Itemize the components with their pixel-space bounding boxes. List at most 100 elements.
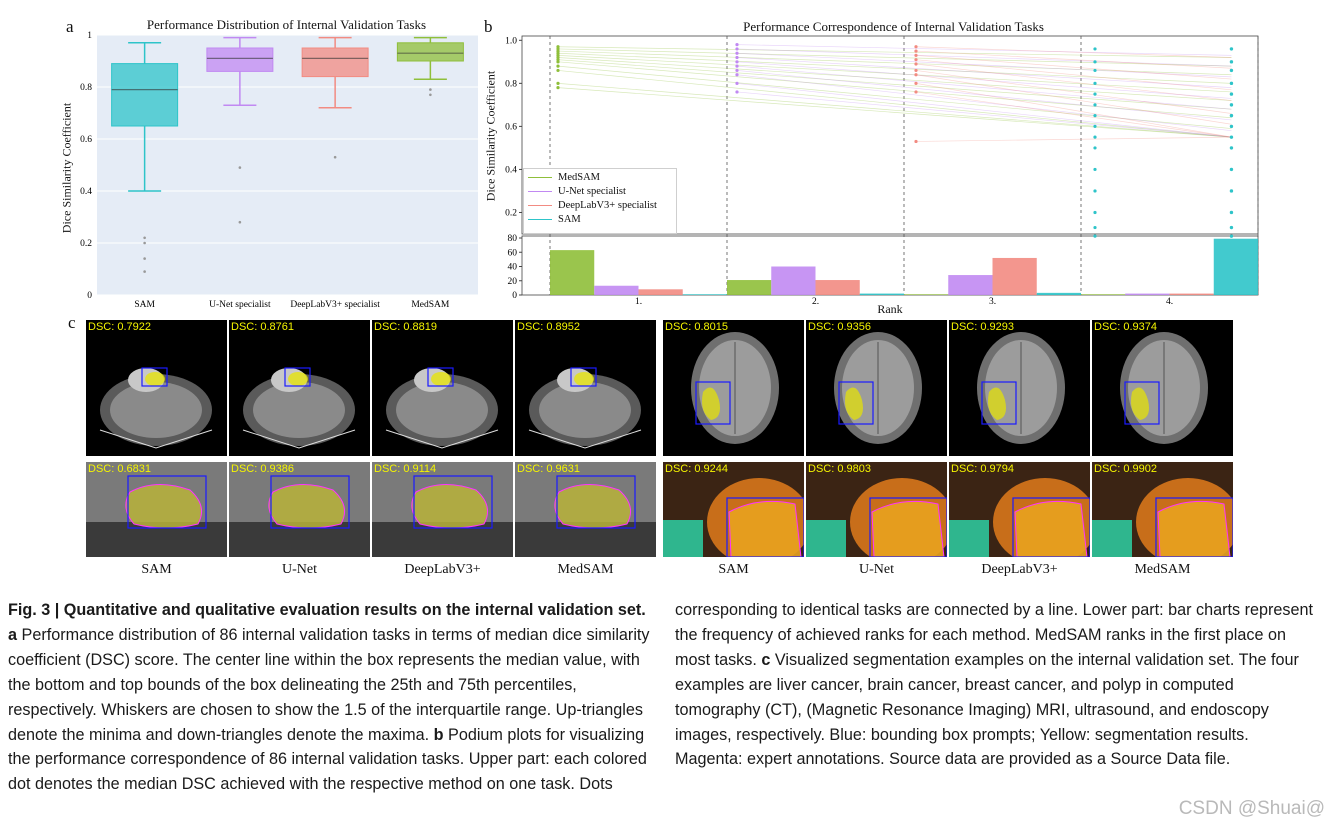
method-label-sam-right: SAM: [718, 562, 749, 577]
panel-b-title: Performance Correspondence of Internal V…: [743, 19, 1044, 34]
task-dot: [1093, 234, 1097, 238]
y-tick-label: 0.6: [505, 122, 517, 132]
legend-swatch-deeplab: [528, 205, 552, 207]
correspondence-line: [736, 82, 1232, 138]
y-tick-label: 0.8: [80, 83, 92, 93]
task-dot: [556, 60, 560, 64]
rank-bar: [727, 280, 772, 295]
panel-c-letter: c: [68, 313, 76, 332]
legend-label-sam: SAM: [558, 214, 581, 225]
dsc-score: DSC: 0.8952: [517, 321, 580, 333]
task-dot: [1229, 189, 1234, 193]
correspondence-line: [736, 57, 1232, 89]
method-label-medsam-left: MedSAM: [557, 562, 614, 577]
box: [111, 63, 179, 127]
correspondence-line: [915, 55, 1232, 80]
panel-b-letter: b: [484, 17, 493, 36]
brain-mri-unet-image: DSC: 0.9356: [806, 320, 947, 456]
endoscopy-unet-image: DSC: 0.9803: [806, 462, 947, 557]
task-dot: [556, 86, 560, 90]
y-tick-label: 40: [508, 263, 518, 273]
rank-bar: [1169, 293, 1214, 295]
correspondence-line: [557, 50, 1232, 76]
outlier-point: [429, 88, 432, 91]
brain-mri-medsam-image: DSC: 0.9374: [1092, 320, 1233, 456]
box: [301, 47, 369, 78]
y-tick-label: 0.4: [505, 165, 517, 175]
task-dot: [1229, 81, 1234, 86]
rank-bar: [1213, 238, 1258, 295]
y-tick-label: 0.2: [80, 239, 92, 249]
rank-tick-label: 4.: [1166, 297, 1173, 307]
correspondence-line: [557, 48, 1232, 67]
task-dot: [735, 64, 739, 68]
task-dot: [1093, 103, 1097, 107]
panel-a-letter: a: [66, 17, 74, 36]
y-tick-label: 0.6: [80, 135, 92, 145]
task-dot: [914, 139, 918, 144]
correspondence-line: [557, 70, 1232, 138]
task-dot: [1229, 47, 1234, 51]
correspondence-line: [736, 74, 1232, 132]
correspondence-line: [736, 70, 1232, 121]
y-tick-label: 0: [87, 291, 92, 301]
outlier-point: [429, 93, 432, 97]
endoscopy-sam-image: DSC: 0.9244: [663, 462, 804, 557]
task-dot: [556, 64, 560, 68]
rank-tick-label: 2.: [812, 297, 819, 307]
legend-item-sam: SAM: [528, 214, 581, 225]
x-tick-label: U-Net specialist: [209, 300, 271, 310]
rank-bar: [594, 285, 639, 295]
dsc-score: DSC: 0.7922: [88, 321, 151, 333]
caption-a-letter: a: [8, 625, 18, 644]
y-tick-label: 1.0: [505, 36, 517, 46]
outlier-point: [143, 241, 146, 245]
rank-bar: [948, 275, 993, 295]
caption-lead: Fig. 3 | Quantitative and qualitative ev…: [8, 601, 646, 619]
caption-b-text: Podium plots for visualizing the perform…: [8, 725, 647, 794]
task-dot: [1093, 92, 1097, 96]
breast-us-medsam-image: DSC: 0.9631: [515, 462, 656, 557]
correspondence-line: [736, 65, 1232, 110]
rank-bar: [1125, 293, 1170, 295]
caption-right-text-1: corresponding to identical tasks are con…: [675, 601, 1313, 669]
correspondence-line: [736, 91, 1232, 138]
y-tick-label: 0: [512, 291, 517, 301]
endoscopy-medsam-image: DSC: 0.9902: [1092, 462, 1233, 557]
podium-legend: MedSAM U-Net specialist DeepLabV3+ speci…: [523, 168, 677, 234]
bottom-plot-frame: [521, 235, 1259, 296]
correspondence-line: [557, 65, 1232, 129]
task-dot: [1093, 68, 1097, 73]
legend-label-medsam: MedSAM: [558, 172, 601, 183]
brain-mri-sam-image: DSC: 0.8015: [663, 320, 804, 456]
task-dot: [914, 49, 918, 53]
rank-tick-label: 1.: [635, 297, 642, 307]
task-dot: [914, 58, 918, 62]
dsc-score: DSC: 0.9356: [808, 321, 871, 333]
task-dot: [1093, 146, 1097, 150]
liver-ct-medsam-image: DSC: 0.8952: [515, 320, 656, 456]
legend-swatch-medsam: [528, 177, 552, 179]
method-label-medsam-right: MedSAM: [1134, 562, 1191, 577]
task-dot: [1229, 113, 1234, 118]
liver-ct-deeplab-image: DSC: 0.8819: [372, 320, 513, 456]
task-dot: [1229, 124, 1234, 129]
rank-bar: [1036, 292, 1081, 295]
task-dot: [1093, 124, 1097, 128]
outlier-point: [143, 257, 146, 260]
method-label-unet-right: U-Net: [859, 562, 894, 577]
outlier-point: [238, 166, 242, 169]
task-dot: [556, 68, 560, 73]
task-dot: [1093, 47, 1097, 51]
outlier-point: [143, 270, 146, 273]
method-label-deeplab-right: DeepLabV3+: [981, 562, 1058, 577]
correspondence-line: [557, 52, 1232, 84]
rank-bar: [682, 294, 727, 295]
task-dot: [1229, 210, 1234, 215]
rank-bar: [904, 294, 949, 295]
caption-right: corresponding to identical tasks are con…: [675, 598, 1320, 772]
dsc-score: DSC: 0.8761: [231, 321, 294, 333]
outlier-point: [143, 236, 146, 240]
box: [206, 47, 274, 72]
task-dot: [914, 62, 918, 66]
